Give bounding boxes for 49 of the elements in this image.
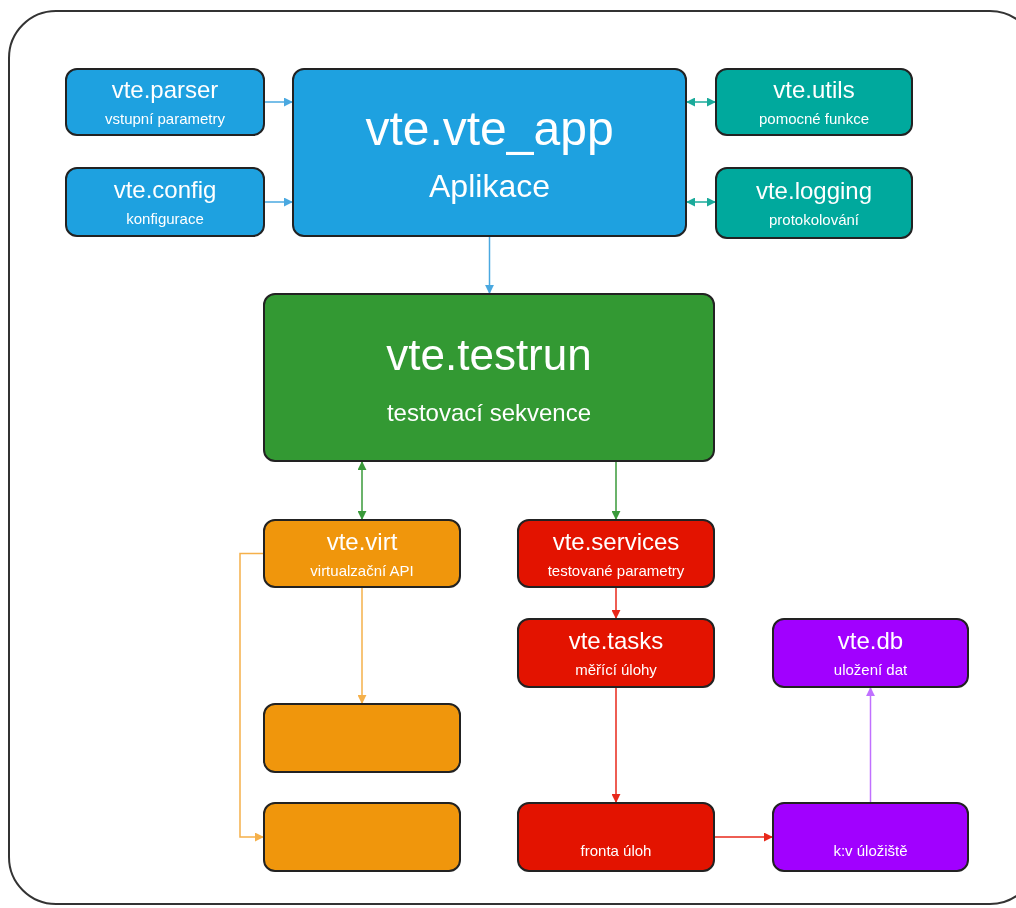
module-name: vte.services bbox=[552, 526, 680, 557]
module-box bbox=[263, 293, 715, 462]
arrow bbox=[611, 461, 621, 520]
module-box bbox=[65, 68, 265, 136]
module-box bbox=[517, 802, 715, 872]
arrow bbox=[866, 687, 875, 803]
module-box bbox=[772, 802, 969, 872]
module-description: k:v úložiště bbox=[833, 841, 908, 861]
arrow bbox=[485, 236, 494, 294]
module-description: testovací sekvence bbox=[386, 397, 592, 428]
module-box bbox=[263, 519, 461, 588]
module-description: Aplikace bbox=[429, 166, 550, 206]
module-description: uložení dat bbox=[833, 660, 908, 680]
arrow bbox=[264, 197, 293, 207]
module-name: vte.logging bbox=[755, 176, 873, 206]
arrow bbox=[611, 687, 621, 803]
module-box bbox=[263, 703, 461, 773]
module-description: fronta úloh bbox=[580, 841, 652, 861]
module-box bbox=[263, 802, 461, 872]
module-name: vte.testrun bbox=[386, 328, 592, 381]
module-name: vte.tasks bbox=[568, 626, 664, 656]
arrow bbox=[686, 97, 716, 107]
module-name: vte.config bbox=[113, 175, 217, 205]
module-description: vstupní parametry bbox=[104, 109, 226, 129]
module-name: vte.vte_app bbox=[365, 100, 614, 157]
module-description: konfigurace bbox=[126, 209, 204, 229]
arrow bbox=[686, 197, 716, 207]
module-description: virtualzační API bbox=[310, 560, 414, 581]
module-box bbox=[517, 519, 715, 588]
module-box bbox=[517, 618, 715, 688]
module-box bbox=[65, 167, 265, 237]
module-box bbox=[772, 618, 969, 688]
module-box bbox=[715, 167, 913, 239]
arrow bbox=[264, 97, 293, 107]
module-box bbox=[292, 68, 687, 237]
module-description: pomocné funkce bbox=[758, 109, 870, 129]
arrow bbox=[357, 587, 367, 704]
arrow bbox=[714, 832, 773, 842]
module-name: vte.parser bbox=[111, 75, 219, 105]
arrow bbox=[239, 552, 264, 842]
arrow bbox=[611, 587, 621, 619]
module-box bbox=[715, 68, 913, 136]
module-description: testované parametry bbox=[547, 560, 685, 581]
module-name: vte.db bbox=[837, 626, 904, 656]
arrow bbox=[357, 461, 367, 520]
module-description: měřící úlohy bbox=[575, 660, 657, 680]
module-name: vte.utils bbox=[773, 75, 855, 105]
module-description: protokolování bbox=[768, 210, 860, 230]
module-name: vte.virt bbox=[326, 526, 398, 557]
